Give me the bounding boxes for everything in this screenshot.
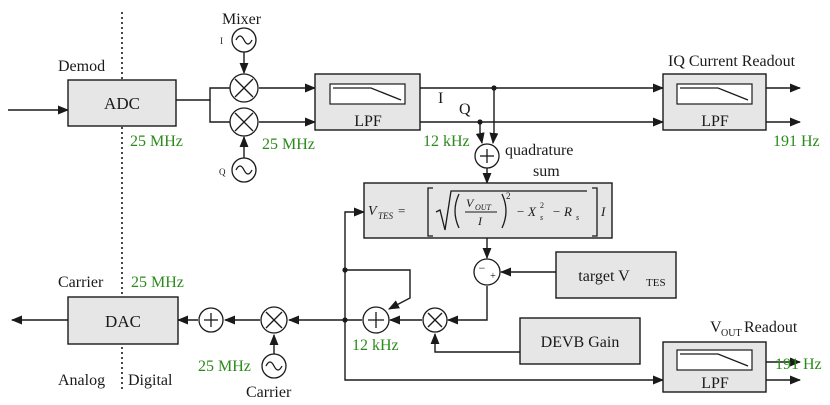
i-line-label: I [438, 90, 443, 107]
svg-text:−: − [479, 261, 486, 275]
svg-text:OUT: OUT [475, 203, 492, 212]
svg-text:V: V [466, 196, 475, 210]
target-vtes-block: target V TES [555, 251, 677, 299]
carrier-bottom-label: Carrier [246, 384, 292, 401]
vout-readout-suffix: Readout [744, 319, 798, 336]
svg-text:LPF: LPF [701, 113, 729, 130]
analog-label: Analog [58, 372, 105, 389]
svg-text:TES: TES [646, 277, 666, 289]
quadrature-sum-node [474, 143, 500, 169]
vtes-formula-block: V TES = V OUT I 2 − X s 2 − R s I [363, 182, 613, 239]
adc-block: ADC [67, 79, 177, 127]
osc-i-label: I [220, 36, 223, 46]
demod-label: Demod [58, 58, 105, 75]
dac-block: DAC [67, 296, 179, 345]
svg-text:LPF: LPF [354, 113, 382, 130]
loop-rate-label: 12 kHz [352, 337, 399, 354]
svg-text:DAC: DAC [105, 312, 141, 331]
vout-rate-label: 191 Hz [775, 356, 822, 373]
svg-text:TES: TES [378, 211, 394, 221]
carrier-top-label: Carrier [58, 274, 104, 291]
lowpass-glyph-icon [333, 87, 402, 101]
oscillator-carrier-icon [261, 353, 287, 379]
mixer-label: Mixer [222, 11, 262, 28]
lpf-block-1: LPF [314, 73, 421, 131]
oscillator-q-icon [231, 157, 257, 183]
junction-dots [342, 85, 497, 323]
carrier-rate-label: 25 MHz [198, 358, 251, 375]
comparator-node: − + [473, 258, 501, 286]
output-sum-node [198, 307, 224, 333]
svg-text:2: 2 [540, 201, 544, 210]
svg-text:I: I [600, 204, 606, 219]
svg-text:− X: − X [516, 204, 537, 219]
dac-rate-label: 25 MHz [131, 274, 184, 291]
adc-rate-label: 25 MHz [130, 133, 183, 150]
oscillator-i-icon [231, 27, 257, 53]
svg-text:V: V [368, 204, 378, 219]
sum-label: sum [533, 163, 560, 180]
svg-text:s: s [540, 213, 543, 222]
svg-text:+: + [490, 271, 496, 282]
lpf-rate-label: 12 kHz [423, 133, 470, 150]
svg-text:=: = [398, 203, 405, 218]
lpf-block-3: LPF [662, 341, 767, 393]
svg-text:LPF: LPF [701, 375, 729, 392]
mixer-rate-label: 25 MHz [262, 136, 315, 153]
vout-readout-sub: OUT [721, 328, 742, 339]
iq-readout-label: IQ Current Readout [668, 53, 796, 70]
svg-text:s: s [576, 213, 579, 222]
lowpass-glyph-icon [680, 87, 749, 101]
svg-text:2: 2 [506, 191, 511, 201]
digital-label: Digital [128, 372, 173, 389]
mixer-i-node [229, 73, 259, 103]
vout-readout-prefix: V [710, 319, 722, 336]
q-line-label: Q [459, 101, 471, 118]
osc-q-label: Q [219, 167, 226, 177]
svg-text:ADC: ADC [104, 94, 140, 113]
carrier-mixer-node [260, 306, 288, 334]
iq-rate-label: 191 Hz [773, 133, 820, 150]
lowpass-glyph-icon [680, 353, 749, 367]
lpf-block-2: LPF [662, 73, 767, 131]
svg-text:I: I [477, 214, 483, 228]
svg-text:DEVB Gain: DEVB Gain [541, 334, 620, 351]
wires [8, 52, 802, 385]
quadrature-label: quadrature [505, 142, 573, 159]
devb-gain-block: DEVB Gain [519, 317, 641, 365]
multiplier-node [422, 307, 448, 333]
svg-text:− R: − R [552, 204, 572, 219]
mixer-q-node [229, 107, 259, 137]
loop-sum-node [362, 306, 390, 334]
svg-text:target V: target V [578, 268, 630, 285]
